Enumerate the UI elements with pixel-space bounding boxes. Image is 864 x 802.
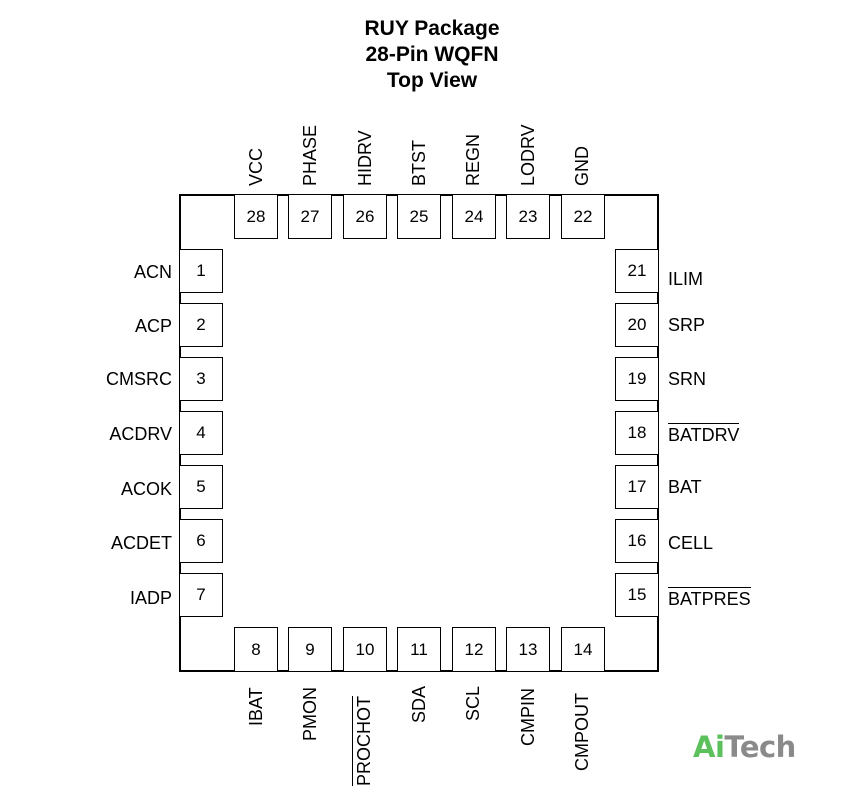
logo-ai-text: Ai [693, 730, 725, 764]
title-view: Top View [386, 69, 478, 92]
pin-label-hidrv: HIDRV [355, 130, 375, 186]
pin-label-acok: ACOK [120, 479, 172, 499]
pin-6: 6 [179, 519, 223, 563]
pin-label-cmpin: CMPIN [518, 688, 538, 746]
pin-21: 21 [615, 249, 659, 293]
pin-12: 12 [452, 627, 496, 672]
pin-11: 11 [397, 627, 441, 672]
pin-5: 5 [179, 465, 223, 509]
title-pin-count: 28-Pin WQFN [365, 43, 499, 66]
pin-label-cmsrc: CMSRC [106, 369, 172, 389]
pin-label-cell: CELL [668, 533, 714, 553]
pin-17: 17 [615, 465, 659, 509]
pin-label-acdrv: ACDRV [109, 424, 172, 444]
pin-14: 14 [561, 627, 605, 672]
pin-26: 26 [343, 194, 387, 239]
pin-28: 28 [234, 194, 278, 239]
pin-label-bat: BAT [668, 477, 702, 497]
pin-label-prochot: PROCHOT [352, 696, 374, 786]
pin-label-gnd: GND [572, 146, 592, 186]
pin-3: 3 [179, 357, 223, 401]
pin-20: 20 [615, 303, 659, 347]
pin-9: 9 [288, 627, 332, 672]
pin-25: 25 [397, 194, 441, 239]
package-body [179, 194, 659, 672]
pin-label-batpres: BATPRES [668, 587, 751, 609]
pin-label-lodrv: LODRV [518, 124, 538, 186]
pin-label-srp: SRP [668, 315, 706, 335]
pin-label-iadp: IADP [129, 588, 172, 608]
pin-label-acp: ACP [134, 316, 172, 336]
pin-19: 19 [615, 357, 659, 401]
pin-label-cmpout: CMPOUT [572, 693, 592, 771]
pin-22: 22 [561, 194, 605, 239]
pin-label-scl: SCL [463, 685, 483, 721]
pin-label-srn: SRN [668, 369, 707, 389]
pin-23: 23 [506, 194, 550, 239]
pin-27: 27 [288, 194, 332, 239]
pin-2: 2 [179, 303, 223, 347]
pin-label-ilim: ILIM [668, 269, 704, 289]
pin-label-vcc: VCC [246, 147, 266, 186]
aitech-logo: AiTech [693, 730, 796, 764]
pin-24: 24 [452, 194, 496, 239]
pin-10: 10 [343, 627, 387, 672]
pin-1: 1 [179, 249, 223, 293]
pin-label-sda: SDA [409, 685, 429, 723]
pin-13: 13 [506, 627, 550, 672]
pin-8: 8 [234, 627, 278, 672]
pin-label-regn: REGN [463, 133, 483, 186]
pin-18: 18 [615, 411, 659, 455]
pin-label-batdrv: BATDRV [668, 423, 740, 445]
pin-16: 16 [615, 519, 659, 563]
title-package: RUY Package [364, 17, 500, 40]
pin-label-pmon: PMON [300, 687, 320, 741]
pin-label-ibat: IBAT [246, 687, 266, 726]
pin-4: 4 [179, 411, 223, 455]
pin-label-btst: BTST [409, 139, 429, 186]
pin-label-phase: PHASE [300, 124, 320, 186]
pin-15: 15 [615, 573, 659, 617]
logo-tech-text: Tech [724, 730, 796, 764]
pin-label-acn: ACN [133, 262, 172, 282]
pin-label-acdet: ACDET [110, 533, 172, 553]
pin-7: 7 [179, 573, 223, 617]
